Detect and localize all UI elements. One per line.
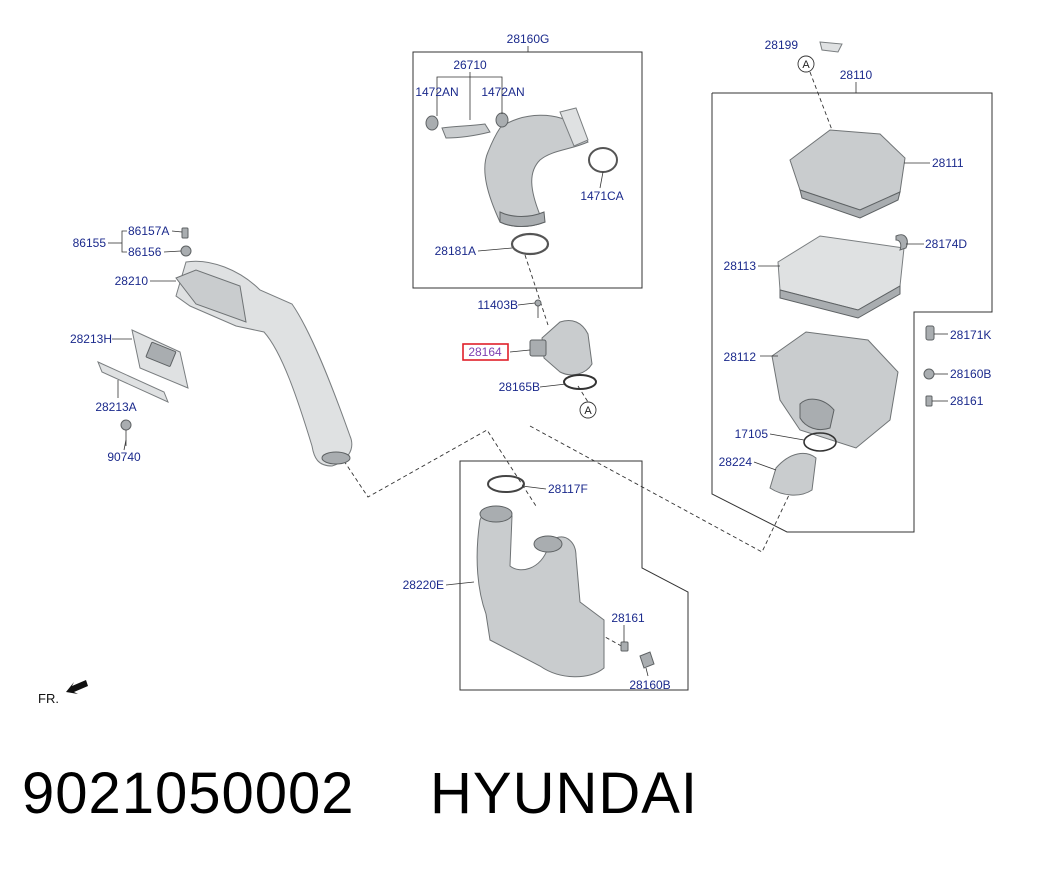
air-cleaner-cover-part	[789, 129, 906, 219]
label-28213A[interactable]: 28213A	[95, 400, 136, 414]
label-28160B-bottom[interactable]: 28160B	[629, 678, 670, 692]
box-air-cleaner-group	[711, 92, 993, 533]
hose-28224-part	[769, 452, 817, 496]
part-number-text: 9021050002	[22, 761, 355, 826]
label-26710[interactable]: 26710	[453, 58, 487, 72]
label-86156[interactable]: 86156	[128, 245, 162, 259]
circle-a-mid: A	[579, 401, 597, 419]
air-duct-28210-part	[175, 260, 353, 467]
small-hose-26710	[425, 112, 509, 139]
label-28210[interactable]: 28210	[115, 274, 149, 288]
label-28220E[interactable]: 28220E	[403, 578, 444, 592]
intake-hose-part	[484, 107, 589, 227]
leader-lines	[108, 46, 948, 677]
front-direction-indicator: FR.	[38, 680, 88, 706]
bracket-28213H-part	[131, 329, 189, 389]
label-28164[interactable]: 28164	[468, 345, 502, 359]
filter-element-part	[777, 235, 905, 319]
label-28160B-right[interactable]: 28160B	[950, 367, 991, 381]
dash-line-clamp-to-sensor	[524, 254, 549, 326]
label-28111[interactable]: 28111	[932, 156, 964, 170]
footer: 9021050002 HYUNDAI	[0, 752, 1063, 862]
resonator-28220E-part	[476, 505, 605, 678]
small-parts-left	[120, 227, 192, 446]
front-arrow-icon	[66, 680, 88, 694]
label-28174D[interactable]: 28174D	[925, 237, 967, 251]
dash-line-cover-to-a	[809, 71, 833, 131]
label-28110[interactable]: 28110	[840, 68, 873, 82]
dash-line-duct-to-resonator	[339, 429, 537, 507]
label-11403B[interactable]: 11403B	[478, 298, 518, 312]
label-28171K[interactable]: 28171K	[950, 328, 991, 342]
ring-28117F-part	[487, 475, 525, 493]
circle-a-top: A	[797, 55, 815, 73]
label-17105[interactable]: 17105	[735, 427, 769, 441]
brand-text: HYUNDAI	[430, 761, 699, 826]
clamp-1471CA	[588, 147, 618, 173]
small-parts-right	[819, 41, 935, 407]
parts-diagram: A A 28160G 26710 1472AN 1472AN 1471CA 28…	[38, 32, 993, 706]
box-resonator-group	[459, 460, 689, 691]
label-1472AN-left[interactable]: 1472AN	[415, 85, 458, 99]
highlight-box-28164	[462, 343, 509, 361]
label-28161-right[interactable]: 28161	[950, 394, 984, 408]
label-28113[interactable]: 28113	[724, 259, 757, 273]
label-86157A[interactable]: 86157A	[128, 224, 169, 238]
gasket-17105	[803, 432, 837, 452]
bracket-28213A-part	[97, 361, 169, 403]
label-28161-bottom[interactable]: 28161	[611, 611, 645, 625]
label-28224[interactable]: 28224	[719, 455, 753, 469]
air-cleaner-body-part	[771, 331, 899, 449]
box-intake-hose-group	[412, 51, 643, 289]
small-parts-bottom	[620, 641, 655, 669]
label-86155[interactable]: 86155	[73, 236, 107, 250]
o-ring-28165B	[563, 374, 597, 390]
label-28213H[interactable]: 28213H	[70, 332, 112, 346]
label-90740[interactable]: 90740	[107, 450, 141, 464]
clamp-28181A	[510, 232, 550, 256]
svg-text:A: A	[584, 405, 592, 417]
label-1471CA[interactable]: 1471CA	[580, 189, 623, 203]
label-1472AN-right[interactable]: 1472AN	[481, 85, 524, 99]
label-28112[interactable]: 28112	[724, 350, 757, 364]
label-28181A[interactable]: 28181A	[435, 244, 476, 258]
svg-text:A: A	[802, 59, 810, 71]
label-28160G[interactable]: 28160G	[507, 32, 550, 46]
airflow-sensor-part	[529, 299, 593, 376]
label-28199[interactable]: 28199	[765, 38, 799, 52]
label-28165B[interactable]: 28165B	[499, 380, 540, 394]
label-28117F[interactable]: 28117F	[548, 482, 588, 496]
fr-label: FR.	[38, 691, 59, 706]
